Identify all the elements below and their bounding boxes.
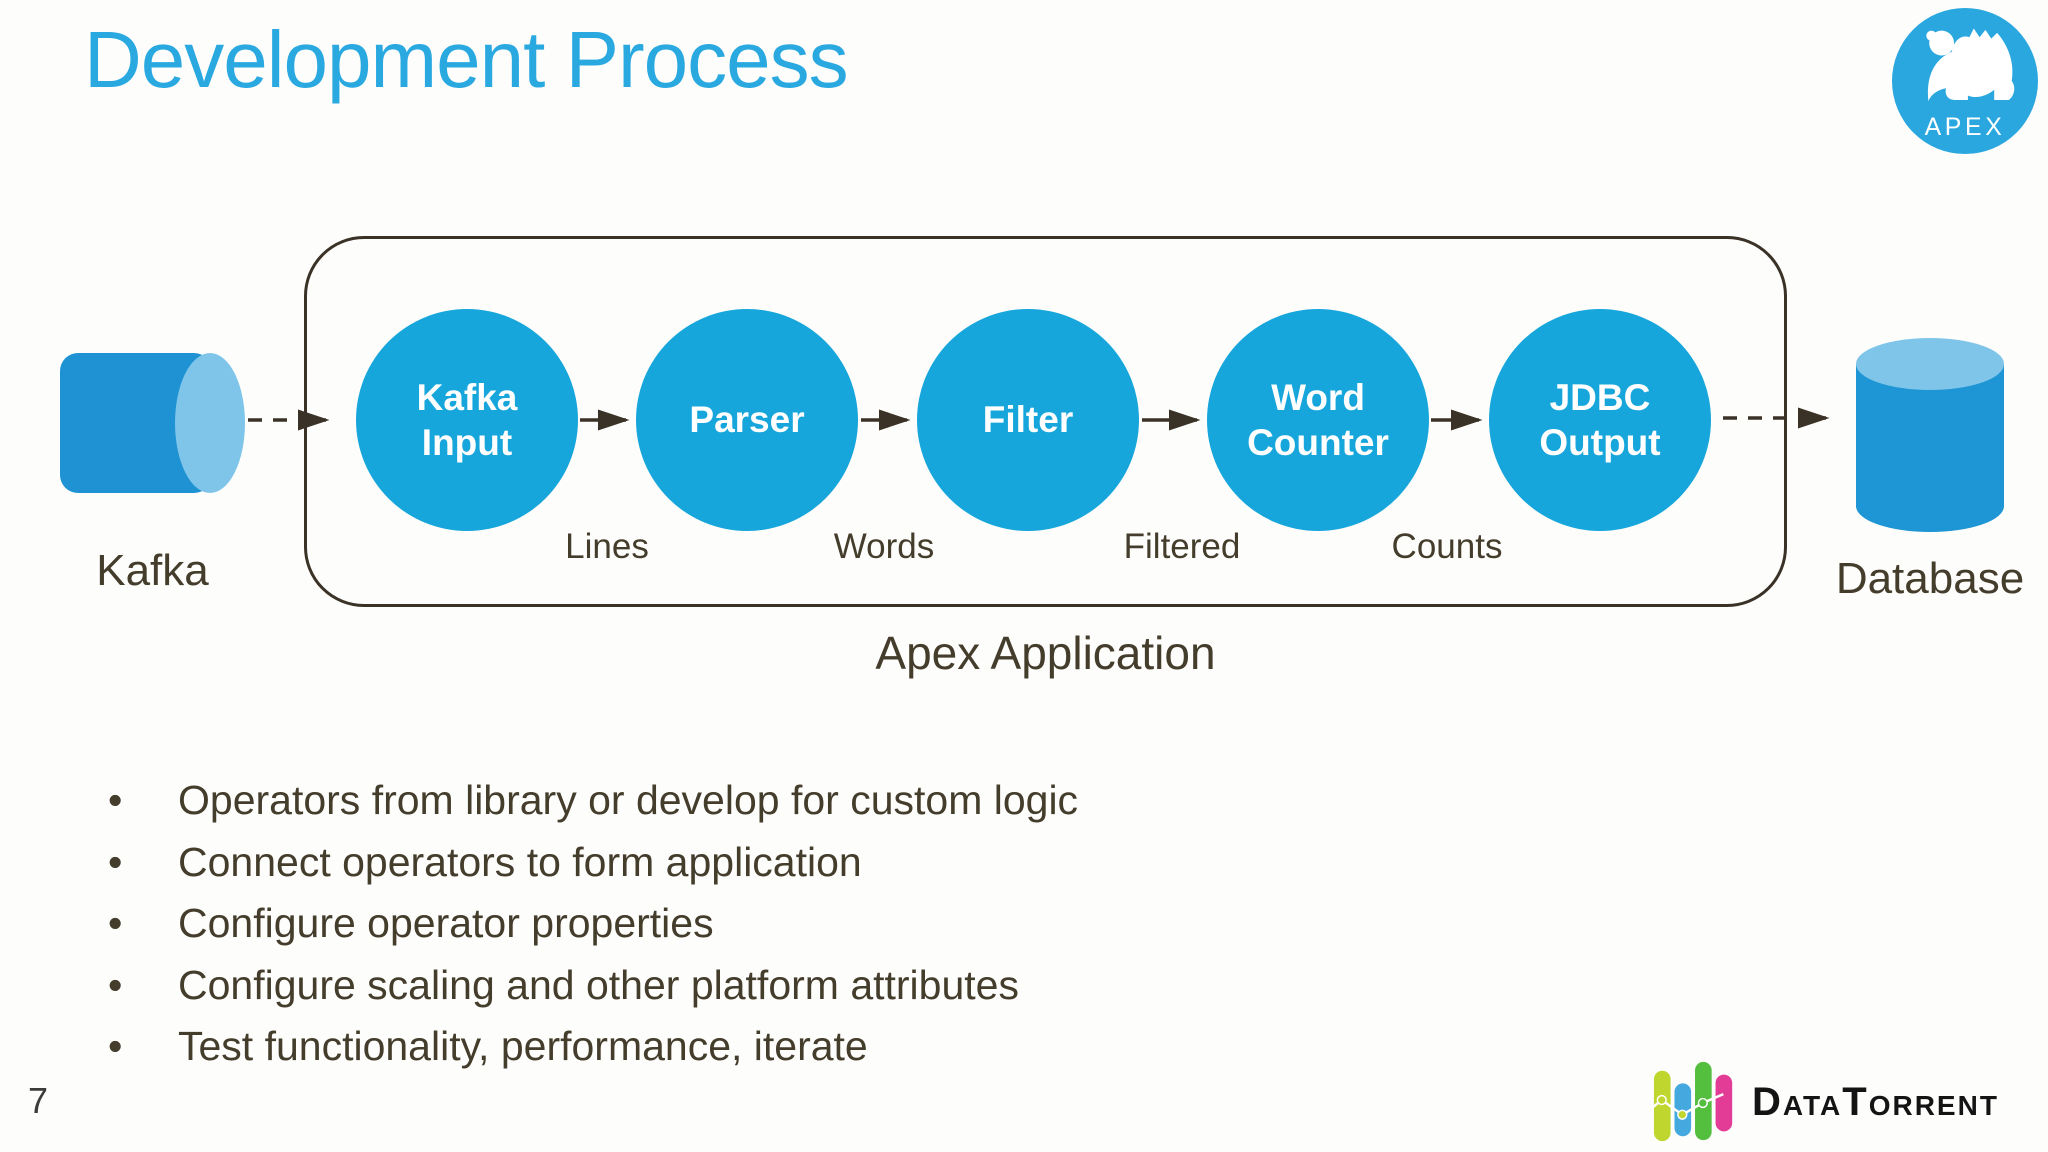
kafka-cylinder-icon (60, 350, 250, 501)
sink-label: Database (1835, 554, 2025, 603)
operator-filter: Filter (917, 309, 1139, 531)
edge-label-counts: Counts (1391, 527, 1503, 566)
operator-parser: Parser (636, 309, 858, 531)
edge-label-lines: Lines (565, 527, 649, 566)
bullet-item: Operators from library or develop for cu… (108, 770, 1078, 832)
datatorrent-logo: DataTorrent (1652, 1056, 1999, 1148)
apex-application-caption: Apex Application (875, 627, 1216, 679)
bullet-item: Test functionality, performance, iterate (108, 1016, 1078, 1078)
bullet-item: Configure operator properties (108, 893, 1078, 955)
edge-label-filtered: Filtered (1123, 527, 1241, 566)
operator-jdbc-output: JDBC Output (1489, 309, 1711, 531)
apex-gorilla-icon: APEX (1892, 8, 2038, 154)
page-title: Development Process (84, 15, 849, 104)
bullet-list: Operators from library or develop for cu… (108, 770, 1078, 1078)
datatorrent-wordmark: DataTorrent (1752, 1079, 1999, 1124)
page-number: 7 (28, 1080, 49, 1121)
source-label: Kafka (96, 546, 209, 595)
operator-word-counter: Word Counter (1207, 309, 1429, 531)
apex-logo: APEX (1892, 8, 2038, 154)
edge-label-words: Words (833, 527, 935, 566)
bullet-item: Connect operators to form application (108, 832, 1078, 894)
operator-kafka-input: Kafka Input (356, 309, 578, 531)
database-cylinder-icon (1856, 338, 2004, 539)
apex-logo-text: APEX (1925, 114, 2006, 141)
datatorrent-bars-icon (1652, 1061, 1733, 1142)
bullet-item: Configure scaling and other platform att… (108, 955, 1078, 1017)
